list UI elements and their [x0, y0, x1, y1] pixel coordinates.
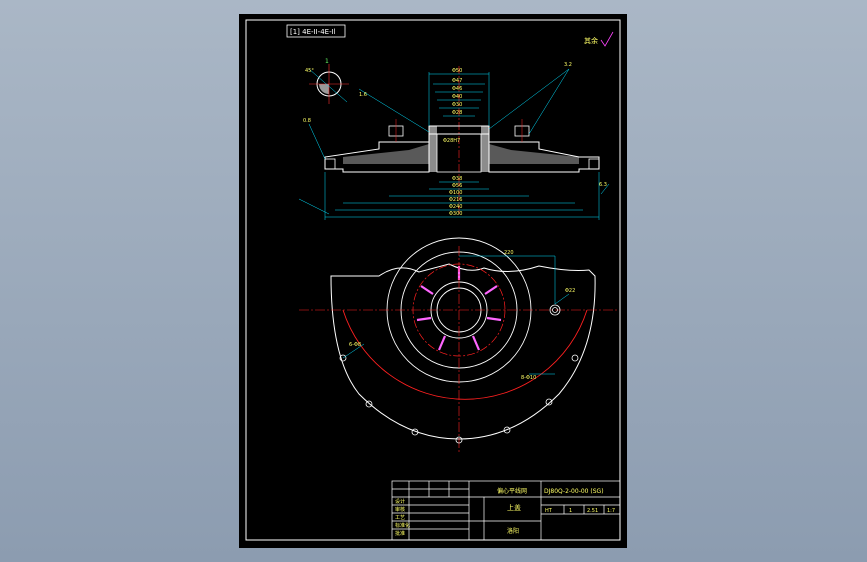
title-block — [391, 480, 621, 541]
svg-text:Φ30: Φ30 — [452, 102, 462, 108]
svg-text:Φ22: Φ22 — [565, 288, 575, 294]
svg-text:上盖: 上盖 — [507, 503, 521, 512]
svg-text:Φ216: Φ216 — [449, 197, 462, 203]
svg-text:偏心平线网: 偏心平线网 — [497, 487, 527, 495]
top-note: [1] 4E-II-4E-Il — [286, 24, 346, 38]
svg-text:洛阳: 洛阳 — [507, 527, 519, 535]
cad-drawing: [1] 4E-II-4E-Il 其余 1 45° — [245, 19, 621, 541]
svg-text:Φ56: Φ56 — [452, 183, 462, 189]
svg-text:0.8: 0.8 — [303, 118, 311, 124]
svg-text:2.51: 2.51 — [587, 508, 598, 514]
svg-text:工艺: 工艺 — [395, 515, 405, 521]
svg-text:其余: 其余 — [584, 36, 598, 45]
svg-text:Φ28H7: Φ28H7 — [443, 138, 460, 144]
section-detail: 1 45° — [305, 58, 349, 104]
svg-text:6-Φ8: 6-Φ8 — [349, 342, 361, 348]
svg-text:DJ80Q-2-00-00 (SG): DJ80Q-2-00-00 (SG) — [544, 488, 604, 495]
svg-text:审核: 审核 — [395, 506, 405, 513]
svg-text:45°: 45° — [305, 68, 314, 74]
svg-text:HT: HT — [545, 508, 553, 514]
svg-text:1:7: 1:7 — [607, 508, 615, 514]
svg-text:Φ38: Φ38 — [452, 176, 462, 182]
svg-text:Φ47: Φ47 — [452, 78, 462, 84]
svg-text:Φ40: Φ40 — [452, 94, 462, 100]
svg-text:1: 1 — [569, 508, 572, 514]
svg-text:1.6: 1.6 — [359, 92, 367, 98]
lower-plan-view: 220 6-Φ8 8-Φ10 Φ22 — [299, 237, 619, 454]
svg-text:批准: 批准 — [395, 530, 405, 537]
svg-text:Φ50: Φ50 — [452, 68, 462, 74]
svg-text:Φ300: Φ300 — [449, 211, 462, 217]
svg-text:Φ28: Φ28 — [452, 110, 462, 116]
svg-text:Φ100: Φ100 — [449, 190, 462, 196]
svg-text:6.3: 6.3 — [599, 182, 607, 188]
upper-section-view: Φ50 Φ47 Φ46 Φ40 Φ30 Φ28 Φ38 Φ56 Φ100 Φ21… — [298, 62, 610, 220]
svg-text:3.2: 3.2 — [564, 62, 572, 68]
svg-text:标准化: 标准化 — [395, 522, 410, 529]
svg-text:8-Φ10: 8-Φ10 — [521, 375, 536, 381]
svg-text:Φ240: Φ240 — [449, 204, 462, 210]
title-block-text: 偏心平线网 DJ80Q-2-00-00 (SG) 上盖 洛阳 HT 1 2.51… — [395, 487, 615, 537]
inner-border — [245, 19, 621, 541]
svg-text:1: 1 — [325, 58, 329, 65]
svg-text:Φ46: Φ46 — [452, 86, 462, 92]
drawing-sheet: [1] 4E-II-4E-Il 其余 1 45° — [239, 14, 627, 548]
svg-text:设计: 设计 — [395, 498, 405, 505]
svg-text:220: 220 — [504, 250, 514, 256]
roughness-symbol: 其余 — [584, 31, 614, 47]
svg-text:[1] 4E-II-4E-Il: [1] 4E-II-4E-Il — [290, 28, 336, 36]
